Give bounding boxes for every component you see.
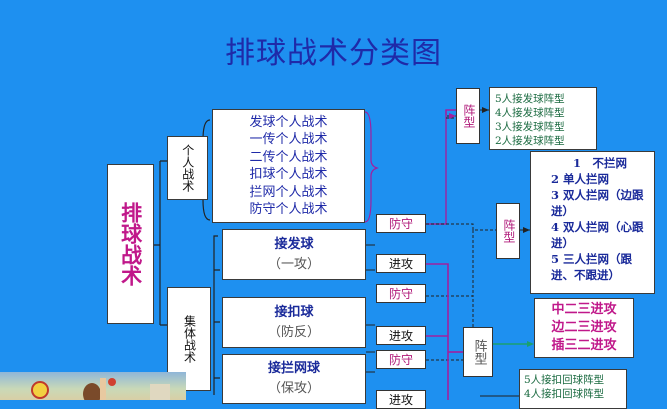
skill-name: 接扣球	[274, 304, 314, 320]
defense-tag: 防守	[376, 214, 426, 233]
block-formation-item: 1 不拦网	[573, 156, 628, 170]
block-formation-item: 3 双人拦网（边跟进）	[551, 188, 644, 218]
block-formation-item: 4 双人拦网（心跟进）	[551, 220, 644, 250]
connector-lines	[154, 107, 534, 400]
personal-tactic-item: 一传个人战术	[249, 132, 328, 147]
group-bracket	[213, 235, 220, 395]
receive-spike-formation-item: 4人接扣回球阵型	[524, 388, 605, 400]
attack-tag: 进攻	[376, 254, 426, 273]
receive-formations-list: 5人接发球阵型 4人接发球阵型 3人接发球阵型 2人接发球阵型	[489, 87, 597, 150]
personal-tactic-item: 防守个人战术	[249, 202, 328, 217]
personal-tactics-node: 个人战术	[167, 136, 208, 200]
skill-name: 接发球	[274, 236, 314, 252]
attack-formations-list: 中二三进攻 边二三进攻 插三二进攻	[534, 298, 634, 358]
defense-line-1	[426, 109, 456, 225]
root-bracket	[154, 160, 167, 326]
defense-to-block-line	[426, 229, 496, 297]
skill-sub: （防反）	[267, 324, 320, 340]
volleyball-players-image	[31, 378, 170, 400]
personal-tactics-list: 发球个人战术 一传个人战术 二传个人战术 扣球个人战术 拦网个人战术 防守个人战…	[212, 109, 365, 223]
root-node: 排球战术	[107, 164, 154, 324]
attack-formation-item: 中二三进攻	[551, 302, 617, 317]
volleyball-photo	[0, 372, 186, 400]
skill-receive-serve: 接发球 （一攻）	[222, 229, 366, 280]
receive-formation-item: 4人接发球阵型	[495, 107, 565, 119]
attack-formation-item: 插三二进攻	[551, 338, 617, 353]
defense-tag: 防守	[376, 350, 426, 369]
receive-formation-item: 3人接发球阵型	[495, 121, 565, 133]
skill-sub: （保攻）	[267, 381, 320, 396]
block-formation-item: 2 单人拦网	[551, 172, 610, 186]
formation-node-attack: 阵型	[463, 327, 493, 377]
receive-formation-item: 5人接发球阵型	[495, 93, 565, 105]
skill-name: 接拦网球	[267, 361, 320, 376]
skill-sub: （一攻）	[267, 256, 320, 272]
formation-node-receive: 阵型	[456, 88, 480, 144]
skill-receive-spike: 接扣球 （防反）	[222, 297, 366, 348]
block-formations-list: 1 不拦网 2 单人拦网 3 双人拦网（边跟进） 4 双人拦网（心跟进） 5 三…	[530, 151, 655, 294]
skill-receive-block: 接拦网球 （保攻）	[222, 354, 366, 404]
personal-tactic-item: 拦网个人战术	[249, 184, 328, 200]
personal-tactic-item: 二传个人战术	[249, 149, 328, 165]
receive-spike-formations-list: 5人接扣回球阵型 4人接扣回球阵型	[519, 369, 627, 409]
formation-node-block: 阵型	[496, 203, 520, 259]
page-title: 排球战术分类图	[225, 36, 442, 71]
block-formation-item: 5 三人拦网（跟进、不跟进）	[551, 252, 633, 282]
attack-line	[426, 263, 449, 400]
attack-tag: 进攻	[376, 326, 426, 345]
personal-tactic-item: 发球个人战术	[249, 114, 328, 130]
personal-tactic-item: 扣球个人战术	[249, 167, 328, 182]
receive-formation-item: 2人接发球阵型	[495, 135, 565, 147]
attack-formation-item: 边二三进攻	[551, 320, 617, 335]
defense-tag: 防守	[376, 284, 426, 303]
personal-right-bracket	[364, 111, 379, 223]
receive-spike-formation-item: 5人接扣回球阵型	[524, 374, 605, 386]
